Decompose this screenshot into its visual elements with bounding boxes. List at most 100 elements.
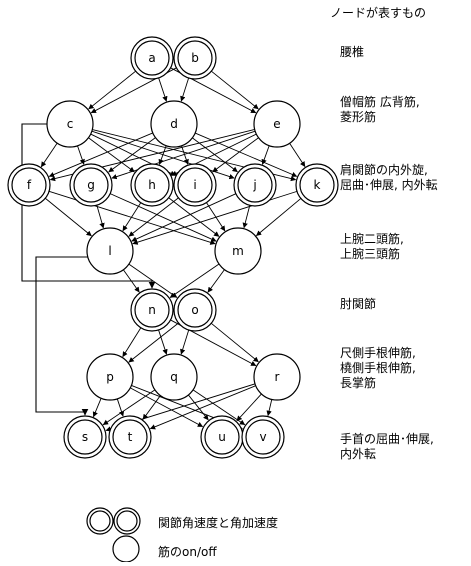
legend-double-inner-1 xyxy=(116,510,138,532)
edge-o-q xyxy=(180,329,190,355)
node-e-label: e xyxy=(273,117,280,131)
node-t-inner-ring xyxy=(112,419,148,455)
node-m-label: m xyxy=(232,244,244,258)
node-h-inner-ring xyxy=(134,167,170,203)
node-v-label: v xyxy=(259,430,266,444)
edge-f-l xyxy=(44,197,92,237)
edge-b-d xyxy=(180,77,190,102)
node-n-inner-ring xyxy=(134,292,170,328)
edge-o-p xyxy=(128,322,179,363)
node-g-inner-ring xyxy=(73,167,109,203)
node-h-label: h xyxy=(148,178,156,192)
layer-label-elbow: 肘関節 xyxy=(340,297,377,311)
node-a-inner-ring xyxy=(134,40,170,76)
node-t: t xyxy=(108,415,152,459)
node-a: a xyxy=(130,36,174,80)
edge-l-o xyxy=(128,263,178,298)
skip-connection-c-to-n xyxy=(21,123,156,289)
layer-label-lumbar: 腰椎 xyxy=(340,45,365,59)
layer-label-wrist: 手首の屈曲･伸展, 内外転 xyxy=(340,432,434,461)
node-b-label: b xyxy=(191,51,199,65)
node-s-label: s xyxy=(82,430,88,444)
edge-c-g xyxy=(77,145,85,165)
layer-label-shoulder: 肩関節の内外旋, 屈曲･伸展, 内外転 xyxy=(340,163,438,192)
edge-m-o xyxy=(207,269,225,293)
edge-e-i xyxy=(212,137,259,173)
edge-q-v xyxy=(192,389,246,426)
edge-q-u xyxy=(188,394,209,421)
node-i-label: i xyxy=(193,178,196,192)
node-p: p xyxy=(86,353,134,401)
node-q-circle xyxy=(150,353,198,401)
layer-label-trapezius: 僧帽筋 広背筋, 菱形筋 xyxy=(340,95,420,124)
node-o-label: o xyxy=(191,303,198,317)
node-j: j xyxy=(233,163,277,207)
edge-a-c xyxy=(88,70,136,110)
edge-e-g xyxy=(111,130,256,180)
node-u-inner-ring xyxy=(204,419,240,455)
layer-label-biceps: 上腕二頭筋, 上腕三頭筋 xyxy=(340,232,404,261)
node-a-label: a xyxy=(148,51,155,65)
node-q-label: q xyxy=(170,370,178,384)
node-k-label: k xyxy=(314,178,321,192)
node-n: n xyxy=(130,288,174,332)
header-title: ノードが表すもの xyxy=(330,6,427,20)
edge-g-l xyxy=(96,205,105,229)
edge-a-d xyxy=(158,77,168,102)
legend-double-inner-0 xyxy=(89,510,111,532)
node-s: s xyxy=(63,415,107,459)
node-l: l xyxy=(86,227,134,275)
node-p-label: p xyxy=(106,370,114,384)
node-c: c xyxy=(46,100,94,148)
edge-p-t xyxy=(116,398,125,417)
edge-d-h xyxy=(158,145,167,165)
edge-k-m xyxy=(256,198,302,236)
node-v: v xyxy=(241,415,285,459)
edge-c-f xyxy=(40,142,58,168)
node-b-inner-ring xyxy=(177,40,213,76)
node-r-circle xyxy=(253,353,301,401)
edge-p-u xyxy=(130,387,204,428)
node-g: g xyxy=(69,163,113,207)
node-d: d xyxy=(150,100,198,148)
node-b: b xyxy=(173,36,217,80)
edge-m-n xyxy=(169,263,220,298)
edge-c-h xyxy=(88,137,135,173)
edge-o-r xyxy=(210,322,259,363)
node-i-inner-ring xyxy=(177,167,213,203)
node-f: f xyxy=(7,163,51,207)
node-m: m xyxy=(214,227,262,275)
node-k: k xyxy=(295,163,339,207)
node-f-label: f xyxy=(27,178,32,192)
legend-double-label: 関節角速度と角加速度 xyxy=(158,516,279,530)
node-r: r xyxy=(253,353,301,401)
node-v-inner-ring xyxy=(245,419,281,455)
edge-q-s xyxy=(102,389,156,426)
node-l-label: l xyxy=(108,244,111,258)
edge-j-m xyxy=(242,205,251,229)
node-p-circle xyxy=(86,353,134,401)
node-k-inner-ring xyxy=(299,167,335,203)
skip-connection-l-to-s xyxy=(35,256,90,416)
edge-j-l xyxy=(131,193,237,242)
node-s-inner-ring xyxy=(67,419,103,455)
node-n-label: n xyxy=(148,303,156,317)
legend-single-label: 筋のon/off xyxy=(158,545,217,559)
node-j-label: j xyxy=(252,178,256,192)
node-h: h xyxy=(130,163,174,207)
edge-i-l xyxy=(128,197,179,237)
edge-q-t xyxy=(142,395,161,420)
node-d-label: d xyxy=(170,117,178,131)
edge-r-v xyxy=(266,399,273,417)
edge-p-s xyxy=(92,398,102,418)
edge-h-l xyxy=(122,202,142,232)
edge-r-u xyxy=(236,393,262,422)
node-o-inner-ring xyxy=(177,292,213,328)
edge-d-g xyxy=(108,137,156,173)
edge-e-k xyxy=(289,142,306,168)
layer-label-forearm: 尺側手根伸筋, 橈側手根伸筋, 長掌筋 xyxy=(340,346,416,390)
node-r-label: r xyxy=(275,370,280,384)
edge-g-m xyxy=(109,193,217,242)
